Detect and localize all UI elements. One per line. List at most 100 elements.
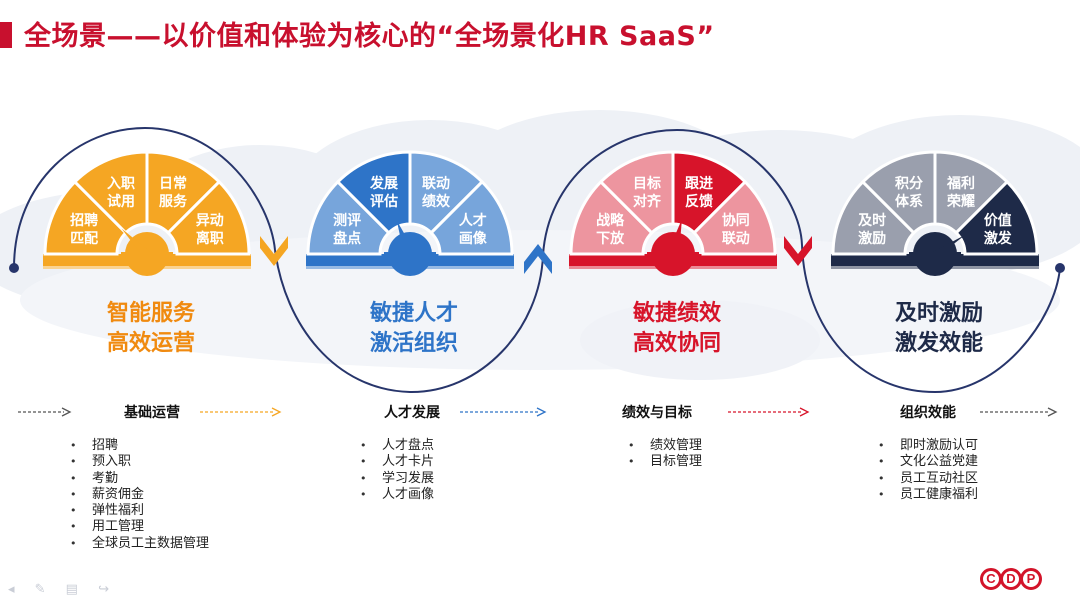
segment-label-line1: 人才 bbox=[459, 212, 487, 229]
segment-label-line1: 异动 bbox=[196, 212, 224, 229]
segment-label-line2: 联动 bbox=[722, 230, 750, 247]
list-item: 用工管理 bbox=[70, 519, 209, 536]
slide-title: 全场景——以价值和体验为核心的“全场景化HR SaaS” bbox=[24, 21, 715, 52]
segment-label-line2: 激励 bbox=[858, 230, 886, 247]
logo-letter: P bbox=[1020, 568, 1042, 590]
segment-label-line2: 体系 bbox=[895, 193, 923, 210]
gauge-needle bbox=[121, 228, 153, 254]
connector-wave bbox=[13, 126, 1061, 394]
list-item: 学习发展 bbox=[360, 471, 434, 488]
segment-label-line2: 对齐 bbox=[633, 193, 662, 210]
chevron-up-icon bbox=[524, 244, 552, 274]
segment-label-line1: 战略 bbox=[596, 212, 625, 229]
segment-label-line1: 招聘 bbox=[70, 212, 98, 229]
list-item: 文化公益党建 bbox=[878, 454, 978, 471]
segment-label-line2: 绩效 bbox=[422, 193, 451, 210]
gauge-hub-base bbox=[647, 252, 699, 256]
segment-label-line2: 画像 bbox=[459, 230, 488, 247]
flow-stage-label: 基础运营 bbox=[124, 404, 180, 421]
wave-end-dot bbox=[1055, 263, 1065, 273]
segment-label-line1: 跟进 bbox=[685, 176, 713, 192]
gauge-needle bbox=[929, 234, 966, 254]
list-item: 人才卡片 bbox=[360, 454, 434, 471]
gauge-hub-base bbox=[909, 252, 961, 256]
logo-letter: D bbox=[1000, 568, 1022, 590]
gauge-headline: 高效运营 bbox=[107, 330, 195, 356]
title-accent-bar bbox=[0, 22, 12, 48]
segment-label-line2: 激发 bbox=[984, 230, 1013, 247]
wave-start-dot bbox=[9, 263, 19, 273]
list-basic-ops: 招聘预入职考勤薪资佣金弹性福利用工管理全球员工主数据管理 bbox=[70, 438, 209, 552]
list-item: 员工健康福利 bbox=[878, 487, 978, 504]
arrow-right-icon bbox=[1047, 407, 1058, 417]
list-item: 考勤 bbox=[70, 471, 209, 488]
arrow-right-icon bbox=[536, 407, 547, 417]
chevron-down-icon bbox=[260, 236, 288, 266]
chevron-down-icon bbox=[784, 236, 812, 266]
list-item: 预入职 bbox=[70, 454, 209, 471]
gauge-headline: 激活组织 bbox=[370, 330, 458, 356]
gauge-headline: 激发效能 bbox=[895, 330, 983, 356]
segment-label-line1: 及时 bbox=[858, 212, 886, 229]
segment-label-line2: 试用 bbox=[107, 193, 135, 210]
list-item: 人才画像 bbox=[360, 487, 434, 504]
segment-label-line1: 联动 bbox=[422, 175, 450, 192]
list-org-efficiency: 即时激励认可文化公益党建员工互动社区员工健康福利 bbox=[878, 438, 978, 503]
arrow-right-icon bbox=[271, 407, 282, 417]
segment-label-line1: 日常 bbox=[159, 175, 187, 192]
segment-label-line1: 协同 bbox=[722, 212, 750, 229]
segment-label-line1: 福利 bbox=[946, 175, 975, 192]
gauge-needle bbox=[667, 219, 682, 254]
segment-label-line2: 匹配 bbox=[70, 231, 98, 247]
segment-label-line1: 积分 bbox=[895, 175, 923, 192]
list-item: 薪资佣金 bbox=[70, 487, 209, 504]
arrow-right-icon bbox=[61, 407, 72, 417]
gauge-needle bbox=[396, 220, 416, 254]
gauge-segment bbox=[692, 179, 777, 256]
segment-label-line2: 荣耀 bbox=[946, 193, 975, 210]
gauge-headline: 及时激励 bbox=[895, 300, 983, 326]
slide-nav-icons[interactable]: ◂ ✎ ▤ ↪ bbox=[8, 582, 117, 597]
gauge-hub-base bbox=[384, 252, 436, 256]
gauge-segment bbox=[429, 179, 514, 256]
flow-line: 基础运营人才发展绩效与目标组织效能 bbox=[18, 404, 1058, 421]
segment-label-line2: 下放 bbox=[596, 230, 625, 247]
flow-stage-label: 组织效能 bbox=[900, 404, 956, 421]
segment-label-line2: 反馈 bbox=[685, 193, 713, 210]
flow-stage-label: 绩效与目标 bbox=[622, 404, 692, 421]
gauge-segment bbox=[166, 179, 251, 256]
logo-letter: C bbox=[980, 568, 1002, 590]
segment-label-line1: 价值 bbox=[984, 212, 1012, 229]
segment-label-line2: 评估 bbox=[370, 193, 398, 210]
list-item: 全球员工主数据管理 bbox=[70, 536, 209, 553]
list-item: 目标管理 bbox=[628, 454, 702, 471]
list-talent-dev: 人才盘点人才卡片学习发展人才画像 bbox=[360, 438, 434, 503]
gauge-headline: 高效协同 bbox=[633, 330, 721, 356]
list-item: 员工互动社区 bbox=[878, 471, 978, 488]
segment-label-line2: 服务 bbox=[159, 193, 188, 210]
arrow-right-icon bbox=[799, 407, 810, 417]
segment-label-line1: 发展 bbox=[369, 175, 398, 192]
segment-label-line2: 离职 bbox=[196, 230, 224, 247]
gauge-headline: 敏捷绩效 bbox=[632, 300, 721, 326]
list-item: 绩效管理 bbox=[628, 438, 702, 455]
segment-label-line2: 盘点 bbox=[333, 230, 361, 247]
gauge-headline: 智能服务 bbox=[107, 300, 196, 326]
list-item: 人才盘点 bbox=[360, 438, 434, 455]
segment-label-line1: 入职 bbox=[107, 176, 135, 192]
list-performance: 绩效管理目标管理 bbox=[628, 438, 702, 471]
gauge-headline: 敏捷人才 bbox=[369, 300, 458, 326]
segment-label-line1: 测评 bbox=[333, 212, 361, 229]
list-item: 弹性福利 bbox=[70, 503, 209, 520]
segment-label-line1: 目标 bbox=[633, 175, 661, 192]
list-item: 招聘 bbox=[70, 438, 209, 455]
list-item: 即时激励认可 bbox=[878, 438, 978, 455]
gauge-hub-base bbox=[121, 252, 173, 256]
